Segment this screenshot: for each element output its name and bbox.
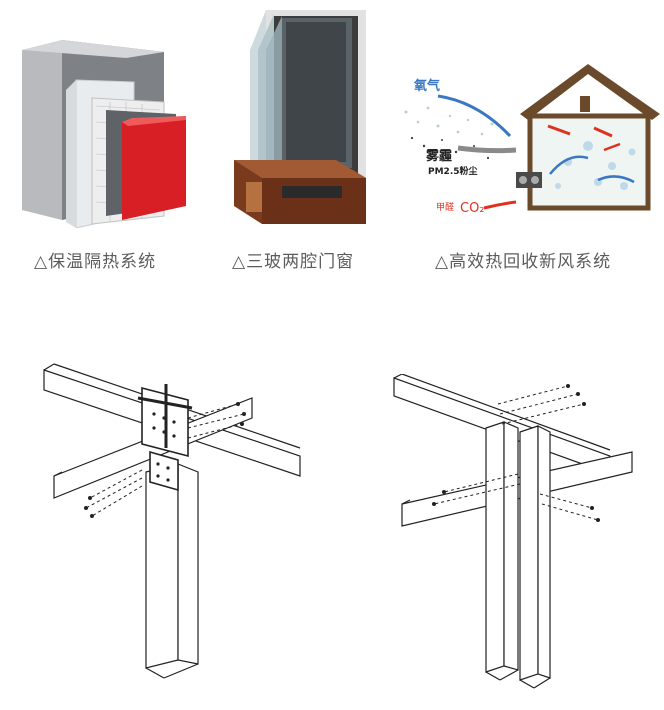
pm25-label: PM2.5粉尘 — [428, 165, 478, 177]
triple-glazed-window-illustration — [226, 10, 374, 232]
oxygen-label: 氧气 — [413, 78, 440, 94]
heat-recovery-ventilation-illustration: 氧气 雾霾 PM2.5粉尘 甲醛 CO₂ — [398, 62, 662, 220]
ventilation-caption: △高效热回收新风系统 — [435, 252, 612, 272]
wall-caption: △保温隔热系统 — [34, 252, 157, 272]
insulation-wall-illustration — [14, 10, 210, 228]
formaldehyde-label: 甲醛 — [436, 201, 454, 213]
steel-connector-joint-drawing — [38, 348, 306, 698]
doweled-wood-joint-drawing — [388, 374, 636, 692]
window-caption: △三玻两腔门窗 — [232, 252, 355, 272]
co2-label: CO₂ — [460, 201, 485, 216]
smog-label: 雾霾 — [425, 149, 452, 164]
